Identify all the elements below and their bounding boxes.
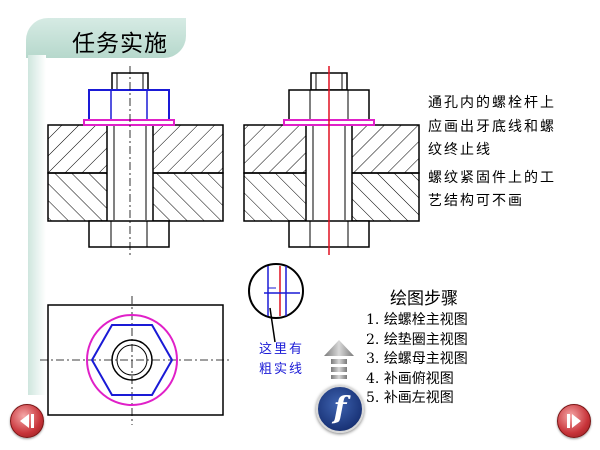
steps-list: 1. 绘螺栓主视图 2. 绘垫圈主视图 3. 绘螺母主视图 4. 补画俯视图 5…: [366, 311, 468, 409]
step-number: 3.: [366, 351, 380, 367]
step-item[interactable]: 4. 补画俯视图: [366, 370, 468, 390]
step-item[interactable]: 1. 绘螺栓主视图: [366, 311, 468, 331]
note-thread-lines: 通孔内的螺栓杆上应画出牙底线和螺纹终止线: [428, 95, 556, 158]
right-front-view: [243, 66, 420, 255]
step-label: 补画左视图: [383, 390, 454, 406]
step-label: 绘垫圈主视图: [383, 331, 468, 348]
step-label: 绘螺栓主视图: [383, 312, 468, 328]
previous-icon: [20, 414, 34, 428]
previous-button[interactable]: [10, 404, 44, 438]
step-label: 绘螺母主视图: [383, 351, 468, 367]
top-view: [40, 296, 232, 425]
step-item[interactable]: 5. 补画左视图: [366, 389, 468, 409]
flash-player-icon: f: [333, 391, 347, 426]
notes-panel: 通孔内的螺栓杆上应画出牙底线和螺纹终止线 螺纹紧固件上的工艺结构可不画: [428, 92, 558, 214]
note-process-structure: 螺纹紧固件上的工艺结构可不画: [428, 169, 556, 210]
page-title: 任务实施: [72, 31, 168, 57]
step-item[interactable]: 2. 绘垫圈主视图: [366, 331, 468, 351]
next-button[interactable]: [557, 404, 591, 438]
next-icon: [567, 414, 581, 428]
up-arrow-icon[interactable]: [324, 340, 354, 384]
side-decoration-bar: [28, 55, 46, 395]
step-label: 补画俯视图: [383, 370, 454, 387]
title-tab-background: [26, 18, 186, 58]
callout-line-1: 这里有: [259, 342, 305, 357]
step-number: 4.: [366, 370, 380, 387]
step-number: 2.: [366, 331, 380, 348]
flash-player-button[interactable]: f: [316, 385, 364, 433]
callout-line-2: 粗实线: [259, 362, 305, 377]
step-number: 5.: [366, 390, 380, 406]
step-item[interactable]: 3. 绘螺母主视图: [366, 350, 468, 370]
step-number: 1.: [366, 312, 380, 328]
steps-title: 绘图步骤: [390, 289, 458, 309]
detail-magnifier: [248, 263, 304, 343]
detail-callout: 这里有 粗实线: [259, 340, 304, 380]
left-front-view: [47, 66, 224, 255]
